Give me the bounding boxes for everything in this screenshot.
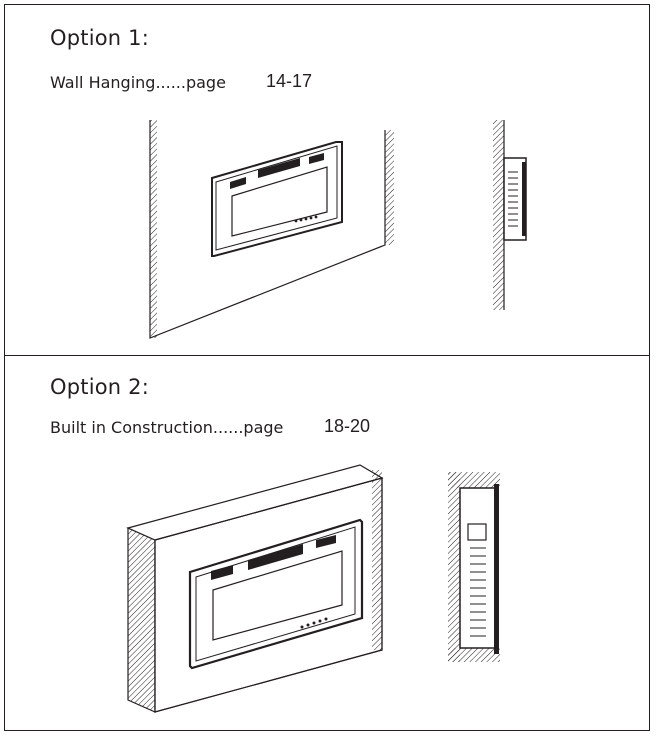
option2-label: Built in Construction......page (50, 418, 284, 437)
option1-title: Option 1: (50, 26, 149, 50)
option2-title: Option 2: (50, 375, 149, 399)
wall-hanging-side-illustration (493, 120, 527, 310)
page-frame (4, 4, 650, 731)
wall-hanging-front-illustration (149, 120, 394, 339)
built-in-front-illustration (126, 464, 384, 713)
option1-label: Wall Hanging......page (50, 73, 226, 92)
built-in-side-illustration (448, 472, 500, 662)
option1-pages: 14-17 (266, 71, 313, 91)
section-divider (4, 355, 650, 356)
option2-pages: 18-20 (324, 416, 371, 436)
